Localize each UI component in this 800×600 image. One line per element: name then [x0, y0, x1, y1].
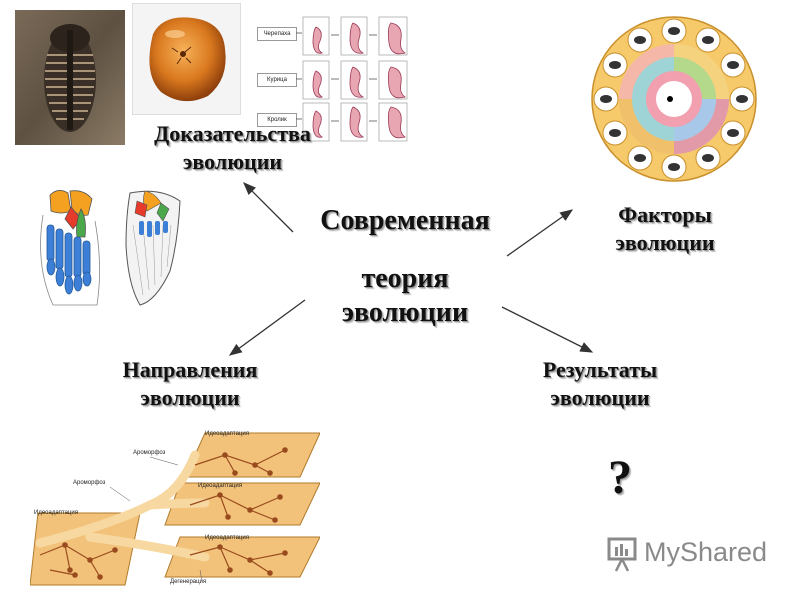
logo-text: MyShared — [644, 537, 768, 567]
embryo-comparison-table: Черепаха Курица Кролик — [253, 13, 413, 145]
factors-label-line2: эволюции — [615, 229, 715, 255]
embryo-row-label: Курица — [257, 73, 297, 87]
tree-label-aromorphosis-1: Ароморфоз — [133, 450, 166, 456]
evolution-directions-tree-image: Идеоадаптация Ароморфоз Ароморфоз Идеоад… — [29, 425, 321, 595]
trilobite-fossil-image — [15, 10, 125, 145]
arrow-to-factors — [506, 209, 574, 257]
results-label-line2: эволюции — [550, 384, 650, 410]
arrow-to-results — [501, 306, 594, 353]
directions-label-line2: эволюции — [140, 384, 240, 410]
evidence-label-line2: эволюции — [182, 148, 283, 174]
center-title-line3: эволюции — [341, 297, 469, 329]
presentation-board-icon — [607, 537, 637, 572]
evidence-label: Доказательства эволюции — [120, 120, 345, 175]
evidence-label-line1: Доказательства — [154, 121, 311, 146]
tree-label-degeneration: Дегенерация — [170, 579, 207, 585]
arrow-to-evidence — [243, 182, 294, 233]
tree-label-ideoadaptation-top: Идеоадаптация — [205, 431, 249, 437]
results-question-mark: ? — [608, 451, 632, 504]
tree-label-ideoadaptation-mid: Идеоадаптация — [198, 483, 242, 489]
arrow-to-directions — [228, 299, 306, 356]
embryo-row-label: Кролик — [257, 113, 297, 127]
embryo-row-label: Черепаха — [257, 27, 297, 41]
factors-label: Факторы эволюции — [580, 201, 750, 256]
evolution-factors-wheel-image — [591, 16, 757, 182]
myshared-logo: MyShared — [606, 535, 786, 575]
results-label-line1: Результаты — [542, 357, 658, 382]
tree-label-aromorphosis-2: Ароморфоз — [73, 480, 106, 486]
amber-image — [132, 3, 241, 115]
tree-label-ideoadaptation-bottom: Идеоадаптация — [205, 535, 249, 541]
directions-label: Направления эволюции — [90, 356, 290, 411]
directions-label-line1: Направления — [122, 357, 258, 382]
center-title-line1: Современная — [320, 205, 490, 236]
center-title-line2: теория — [361, 263, 449, 294]
results-label: Результаты эволюции — [505, 356, 695, 411]
limb-homology-image — [40, 190, 181, 306]
tree-label-ideoadaptation-left: Идеоадаптация — [34, 510, 78, 516]
factors-label-line1: Факторы — [618, 202, 712, 227]
center-title-block: теория эволюции — [305, 262, 505, 330]
